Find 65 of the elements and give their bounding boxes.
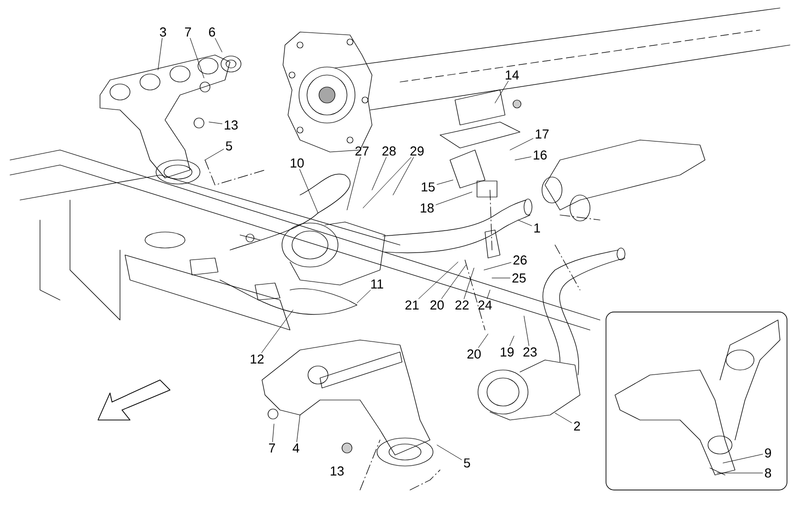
callout-number: 13 [224, 120, 238, 130]
leader-line [296, 414, 300, 442]
callout-number: 26 [513, 255, 527, 265]
leader-line [208, 122, 222, 124]
callout-number: 17 [536, 130, 549, 138]
callout-number: 1 [534, 224, 540, 232]
leader-line [214, 38, 222, 52]
leader-line [372, 157, 386, 190]
leader-line [346, 156, 361, 210]
leader-line [716, 472, 763, 474]
callout-number: 21 [405, 300, 419, 310]
leader-line [272, 424, 274, 442]
callout-number: 15 [422, 182, 435, 192]
leader-line [494, 80, 508, 104]
leader-line [484, 262, 512, 270]
leader-line [158, 38, 162, 70]
callout-number: 20 [467, 349, 481, 359]
callout-number: 12 [250, 354, 264, 364]
leader-line [464, 268, 474, 299]
callout-number: 13 [330, 466, 344, 476]
leader-line [436, 192, 472, 206]
callout-number: 29 [410, 146, 424, 156]
callout-number: 5 [464, 458, 470, 468]
callout-number: 11 [371, 280, 384, 288]
leader-line [441, 264, 466, 299]
callout-number: 19 [500, 347, 514, 357]
callout-number: 22 [455, 300, 469, 310]
leader-line [510, 336, 514, 346]
callout-number: 9 [765, 448, 771, 458]
leader-line [356, 290, 371, 304]
callout-number: 25 [512, 273, 526, 283]
callout-number: 4 [292, 444, 300, 452]
leader-line [436, 180, 454, 185]
callout-number: 7 [269, 444, 275, 452]
callout-number: 2 [574, 421, 580, 431]
callout-number: 18 [420, 203, 434, 213]
callout-number: 6 [209, 27, 216, 37]
callout-number: 14 [506, 70, 519, 80]
callout-number: 5 [226, 141, 232, 151]
callout-number: 28 [382, 146, 396, 156]
leader-line [299, 169, 318, 214]
leader-line [392, 157, 414, 196]
leader-line [190, 38, 204, 78]
leader-line [418, 262, 458, 299]
callout-number: 10 [290, 158, 304, 168]
leader-line [204, 148, 224, 160]
leader-line [514, 156, 532, 160]
leader-line [261, 310, 294, 353]
callout-number: 27 [355, 146, 369, 156]
callout-number: 23 [523, 347, 537, 357]
callout-number: 20 [430, 300, 444, 310]
leader-line [722, 454, 763, 464]
callout-number: 8 [764, 468, 772, 478]
leader-line [486, 290, 490, 299]
callout-number: 24 [478, 300, 492, 310]
leader-line [518, 220, 532, 226]
leader-line [362, 157, 412, 208]
leader-line [436, 444, 462, 460]
leader-line [524, 316, 530, 346]
callout-number: 16 [534, 150, 547, 160]
callout-number: 7 [185, 28, 191, 36]
leader-line [478, 334, 488, 348]
callout-number: 3 [160, 27, 166, 37]
leader-line [554, 412, 572, 424]
leader-line [510, 138, 534, 150]
